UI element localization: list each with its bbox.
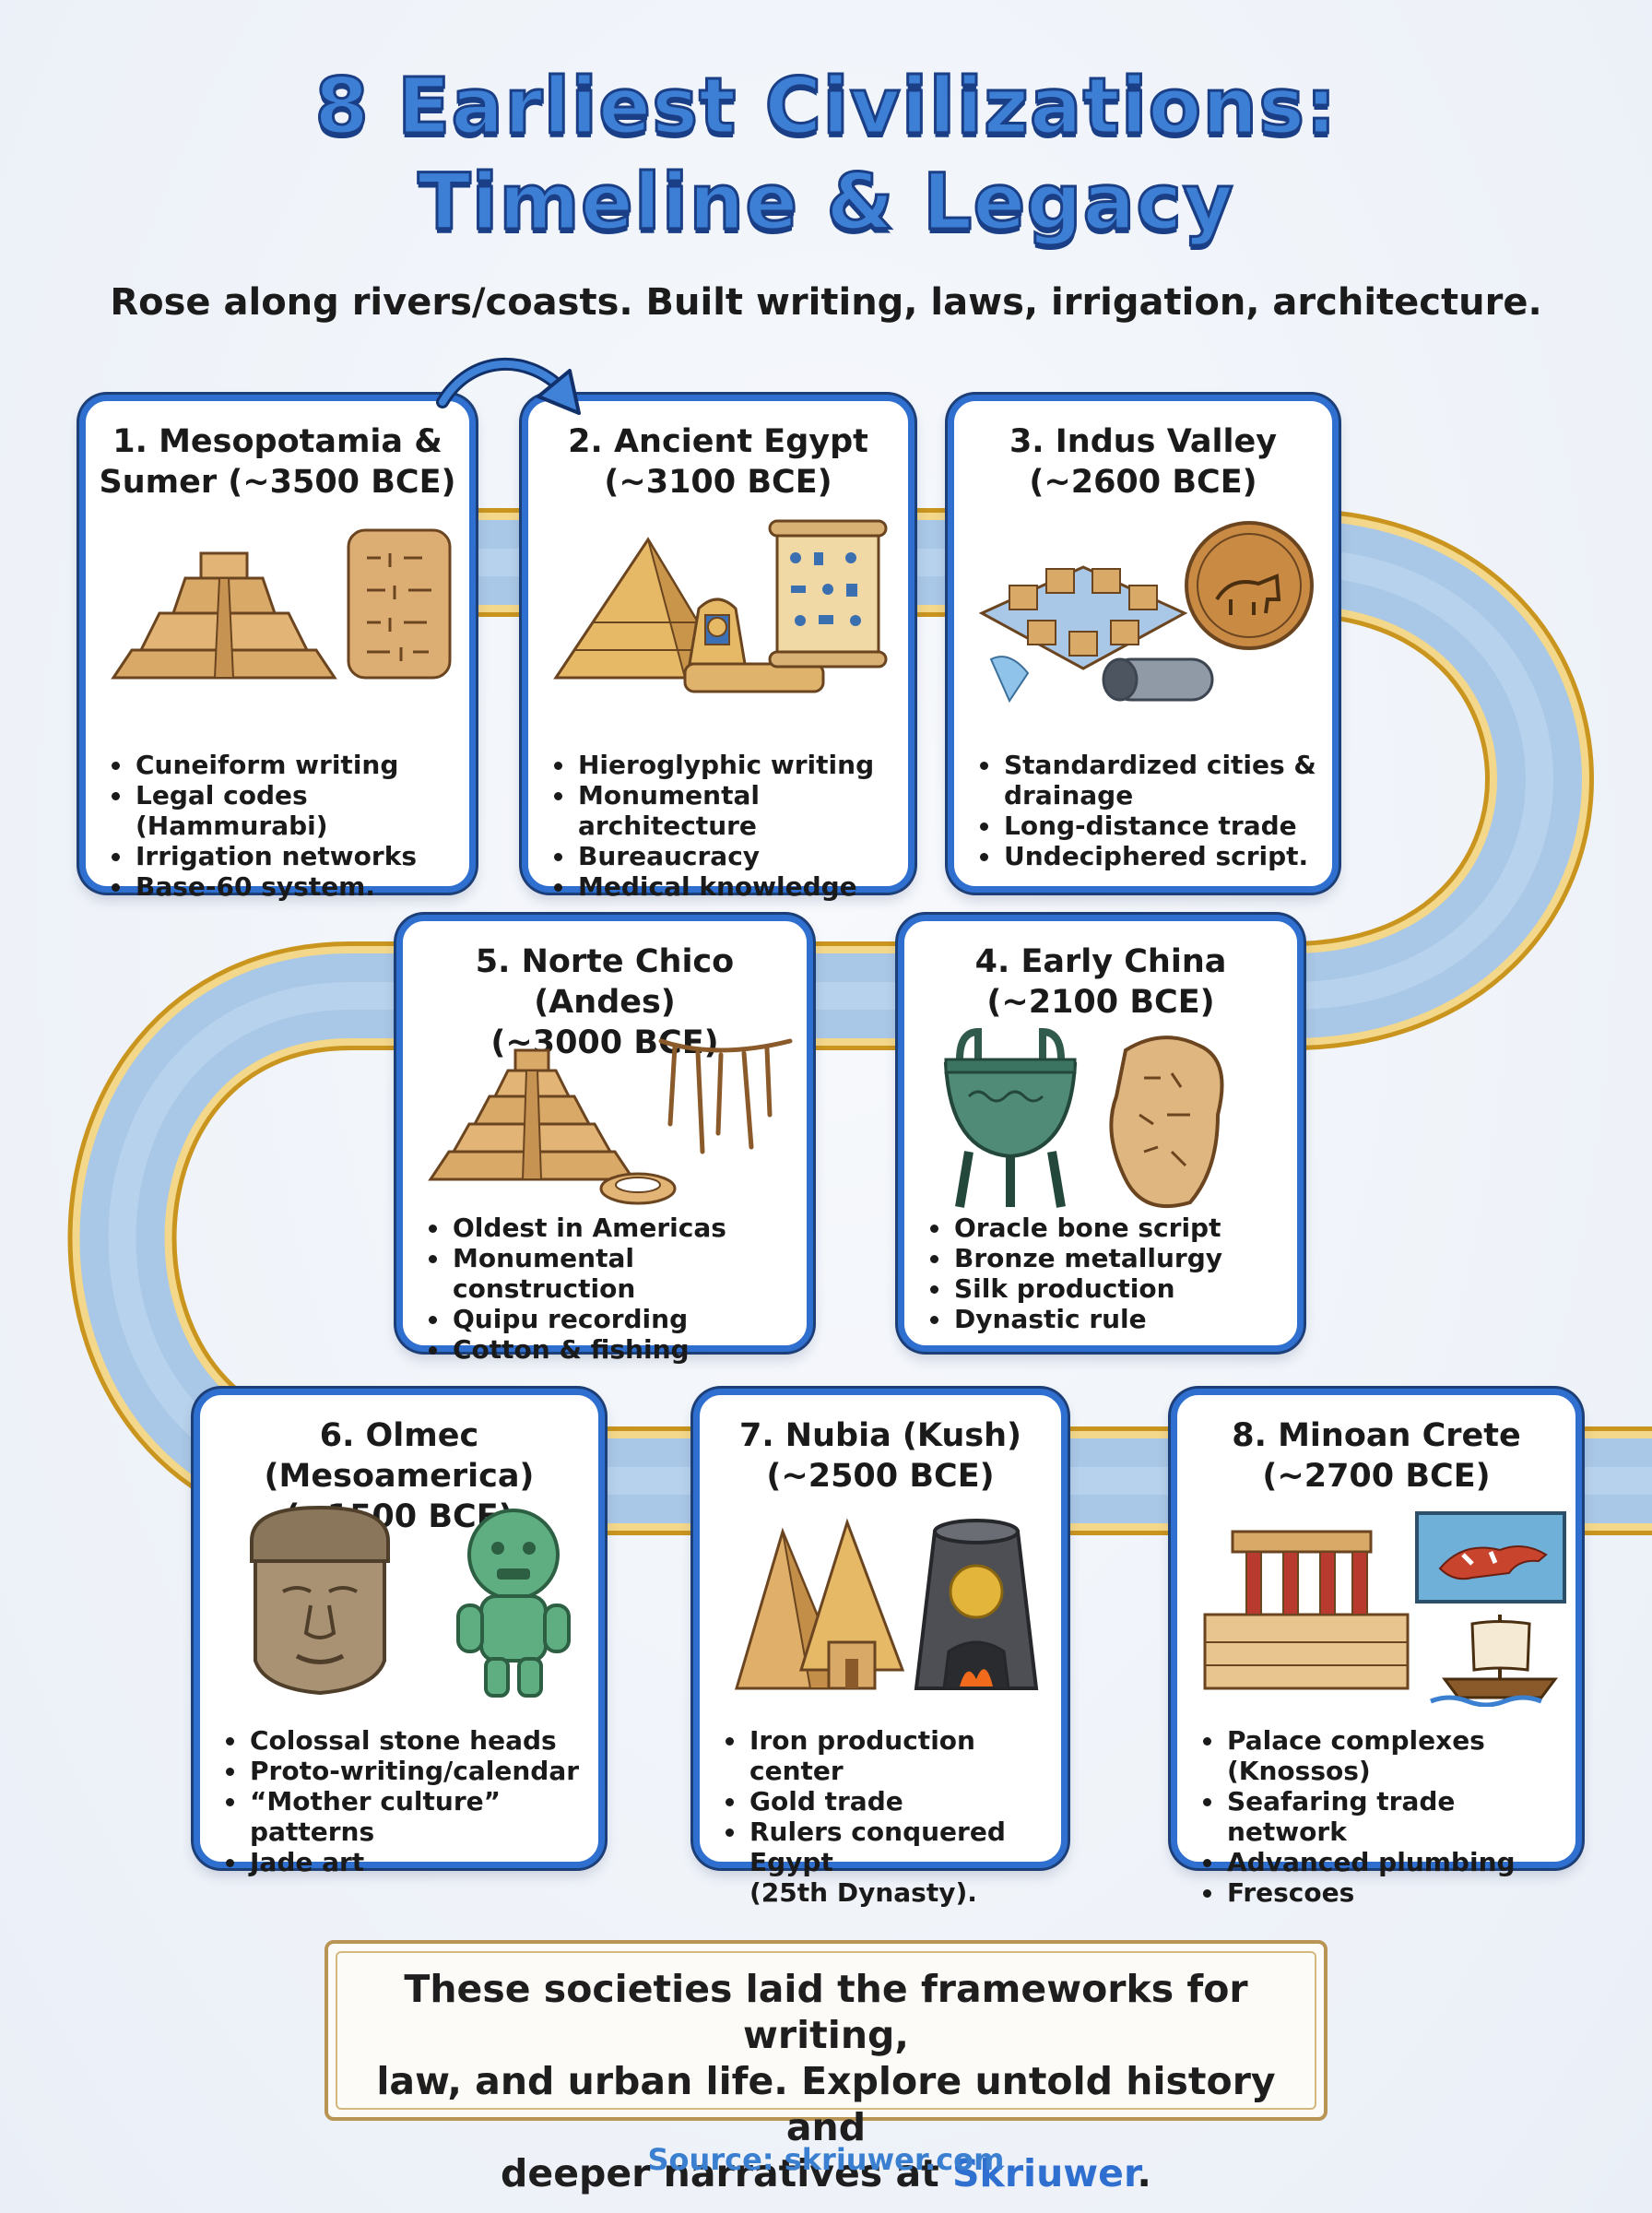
papyrus-scroll-icon <box>768 519 888 669</box>
list-item: Quipu recording <box>451 1304 807 1334</box>
card-norte-chico: 5. Norte Chico (Andes)(~3000 BCE) Oldest… <box>396 915 813 1365</box>
page-subtitle: Rose along rivers/coasts. Built writing,… <box>110 281 1542 324</box>
list-item: Legal codes (Hammurabi) <box>134 780 469 841</box>
list-item: Monumental architecture <box>576 780 908 841</box>
brand-link[interactable]: Skriuwer <box>952 2151 1138 2195</box>
list-item: Hieroglyphic writing <box>576 750 908 780</box>
ship-icon <box>1430 1615 1558 1707</box>
list-item: Jade art <box>248 1847 598 1877</box>
card-ancient-egypt: 2. Ancient Egypt(~3100 BCE) Hierogly <box>522 395 914 902</box>
card-nubia: 7. Nubia (Kush)(~2500 BCE) Iron producti… <box>693 1389 1068 1908</box>
card-bullets: Cuneiform writing Legal codes (Hammurabi… <box>106 750 469 902</box>
list-item: Bronze metallurgy <box>952 1243 1222 1273</box>
card-title: 8. Minoan Crete(~2700 BCE) <box>1232 1417 1521 1495</box>
list-item: Oracle bone script <box>952 1213 1222 1243</box>
list-item: Colossal stone heads <box>248 1725 598 1756</box>
list-item: Bureaucracy <box>576 841 908 871</box>
list-item: Oldest in Americas <box>451 1213 807 1243</box>
footer-text: These societies laid the frameworks for … <box>376 1967 1276 2195</box>
ring-icon <box>599 1172 677 1205</box>
list-item: Gold trade <box>748 1786 1061 1817</box>
card-mesopotamia: 1. Mesopotamia &Sumer (~3500 BCE) Cuneif… <box>79 395 476 902</box>
card-title: 3. Indus Valley(~2600 BCE) <box>1009 423 1278 501</box>
list-item: drainage <box>1004 780 1134 811</box>
list-item: Cotton & fishing <box>451 1334 807 1365</box>
seal-coin-icon <box>1185 521 1314 650</box>
ziggurat-icon <box>111 551 337 680</box>
quipu-icon <box>658 1038 793 1154</box>
card-title: 7. Nubia (Kush)(~2500 BCE) <box>738 1417 1022 1495</box>
oracle-bone-icon <box>1109 1035 1224 1209</box>
card-indus-valley: 3. Indus Valley(~2600 BCE) Standardized … <box>948 395 1339 893</box>
list-item: Rulers conquered Egypt <box>748 1817 1061 1877</box>
bull-fresco-icon <box>1415 1511 1566 1604</box>
list-item: Undeciphered script. <box>1002 841 1316 871</box>
card-bullets: Hieroglyphic writing Monumental architec… <box>549 750 908 902</box>
city-grid-icon <box>978 565 1188 670</box>
jade-figure-icon <box>456 1509 571 1698</box>
card-title: 2. Ancient Egypt(~3100 BCE) <box>568 423 868 501</box>
olmec-head-icon <box>250 1505 390 1696</box>
footer-banner: These societies laid the frameworks for … <box>324 1940 1328 2195</box>
bronze-ding-icon <box>943 1027 1078 1208</box>
list-item: Dynastic rule <box>952 1304 1222 1334</box>
list-item: Silk production <box>952 1273 1222 1304</box>
list-item: Iron production center <box>748 1725 1061 1786</box>
card-title: 1. Mesopotamia &Sumer (~3500 BCE) <box>99 423 456 501</box>
card-bullets: Standardized cities & drainage Long-dist… <box>974 750 1316 871</box>
list-item: Irrigation networks <box>134 841 469 871</box>
list-item: Proto-writing/calendar <box>248 1756 598 1786</box>
card-bullets: Colossal stone heads Proto-writing/calen… <box>220 1725 598 1877</box>
nubian-pyramids-icon <box>734 1518 905 1690</box>
list-item: “Mother culture” patterns <box>248 1786 598 1847</box>
step-pyramid-icon <box>428 1048 636 1181</box>
card-minoan-crete: 8. Minoan Crete(~2700 BCE) Palace comple… <box>1171 1389 1582 1908</box>
page-title-line-1: 8 Earliest Civilizations: <box>313 61 1338 151</box>
sphinx-icon <box>683 598 825 693</box>
list-item: Seafaring trade network <box>1225 1786 1575 1847</box>
card-olmec: 6. Olmec (Mesoamerica)(~1500 BCE) Coloss… <box>194 1389 605 1877</box>
palace-icon <box>1203 1530 1410 1690</box>
list-item: Advanced plumbing <box>1225 1847 1575 1877</box>
list-item: Palace complexes (Knossos) <box>1225 1725 1575 1786</box>
curved-arrow-icon <box>436 357 581 415</box>
list-item: Base-60 system. <box>134 871 469 902</box>
source-credit: Source: skriuwer.com <box>647 2142 1005 2177</box>
list-item: Long-distance trade <box>1002 811 1316 841</box>
list-item: Medical knowledge <box>576 871 908 902</box>
card-bullets: Palace complexes (Knossos) Seafaring tra… <box>1198 1725 1575 1908</box>
card-bullets: Oldest in Americas Monumental constructi… <box>423 1213 807 1365</box>
iron-furnace-icon <box>914 1519 1039 1690</box>
page-title-line-2: Timeline & Legacy <box>417 157 1235 247</box>
card-bullets: Oracle bone script Bronze metallurgy Sil… <box>925 1213 1222 1334</box>
list-item: Cuneiform writing <box>134 750 469 780</box>
cuneiform-tablet-icon <box>347 528 452 680</box>
list-item: (25th Dynasty). <box>749 1877 977 1908</box>
list-item: Standardized cities & <box>1002 750 1316 780</box>
card-title: 4. Early China(~2100 BCE) <box>974 943 1227 1021</box>
list-item: Monumental construction <box>451 1243 807 1304</box>
card-bullets: Iron production center Gold trade Rulers… <box>720 1725 1061 1908</box>
card-early-china: 4. Early China(~2100 BCE) Oracle bone sc… <box>898 915 1304 1352</box>
list-item: Frescoes <box>1225 1877 1575 1908</box>
drain-pipe-icon <box>989 656 1214 704</box>
